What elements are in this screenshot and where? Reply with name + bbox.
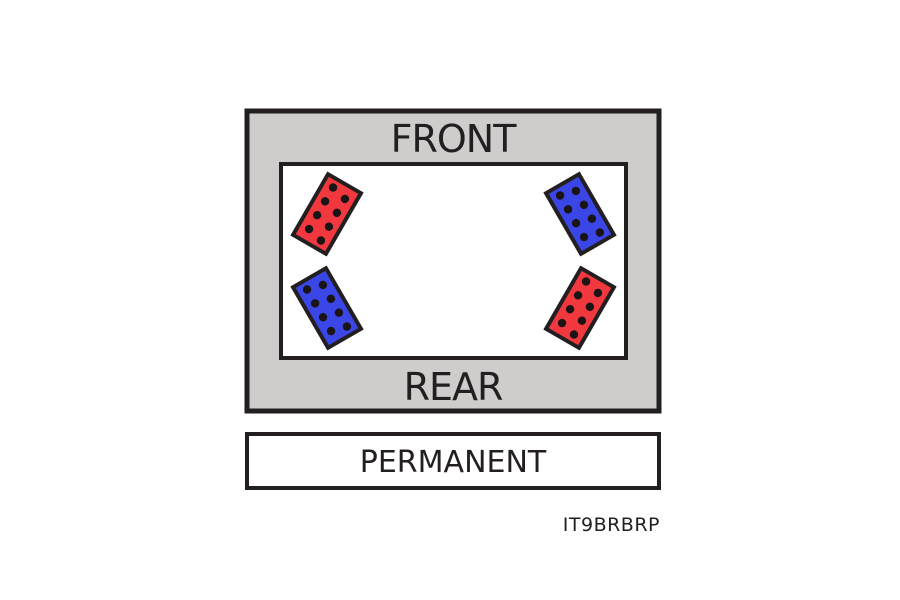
pad-rear-right-dot-0	[557, 318, 567, 328]
pad-rear-right	[543, 265, 617, 351]
pad-front-left-body	[290, 171, 364, 257]
figure-code: IT9BRBRP	[563, 514, 660, 536]
pad-rear-left-dot-1	[326, 294, 336, 304]
pad-front-left-dot-3	[328, 183, 338, 192]
pad-rear-left-dot-5	[310, 299, 320, 308]
pad-front-right-dot-7	[579, 232, 589, 242]
pad-rear-left	[290, 265, 364, 351]
pad-front-right-dot-2	[587, 214, 597, 223]
permanent-box	[245, 432, 661, 490]
pad-front-left	[290, 171, 364, 257]
pad-front-right-dot-5	[563, 205, 573, 214]
pad-rear-right-dot-7	[593, 288, 603, 298]
pad-rear-left-dot-2	[334, 308, 344, 317]
rear-label: REAR	[404, 365, 503, 409]
pad-front-right-dot-1	[579, 200, 589, 210]
pad-front-left-dot-1	[312, 210, 322, 220]
pad-rear-left-dot-0	[318, 280, 328, 290]
pad-rear-right-dot-1	[565, 304, 575, 314]
pad-rear-right-dot-2	[573, 291, 583, 300]
pad-rear-right-dot-6	[585, 302, 595, 312]
pad-rear-right-dot-4	[569, 330, 579, 339]
pad-front-right-dot-3	[595, 228, 605, 237]
pad-rear-left-dot-3	[342, 322, 352, 331]
pad-rear-left-dot-7	[326, 326, 336, 336]
pad-front-left-dot-7	[340, 194, 350, 204]
pad-rear-right-dot-5	[577, 316, 587, 325]
pad-rear-right-dot-3	[581, 277, 591, 286]
front-label: FRONT	[391, 117, 518, 161]
pad-front-left-dot-6	[332, 208, 342, 218]
pad-rear-left-dot-4	[302, 285, 312, 294]
pad-front-left-dot-5	[324, 222, 334, 231]
pad-front-right-dot-4	[555, 191, 565, 200]
pad-rear-right-body	[543, 265, 617, 351]
permanent-label: PERMANENT	[360, 445, 547, 480]
pad-front-right-dot-6	[571, 218, 581, 228]
pad-front-right	[543, 171, 617, 257]
pad-rear-left-dot-6	[318, 312, 328, 322]
pad-front-right-dot-0	[571, 186, 581, 196]
pad-front-left-dot-4	[316, 236, 326, 245]
pad-front-left-dot-0	[304, 224, 314, 234]
pad-front-left-dot-2	[320, 197, 330, 206]
